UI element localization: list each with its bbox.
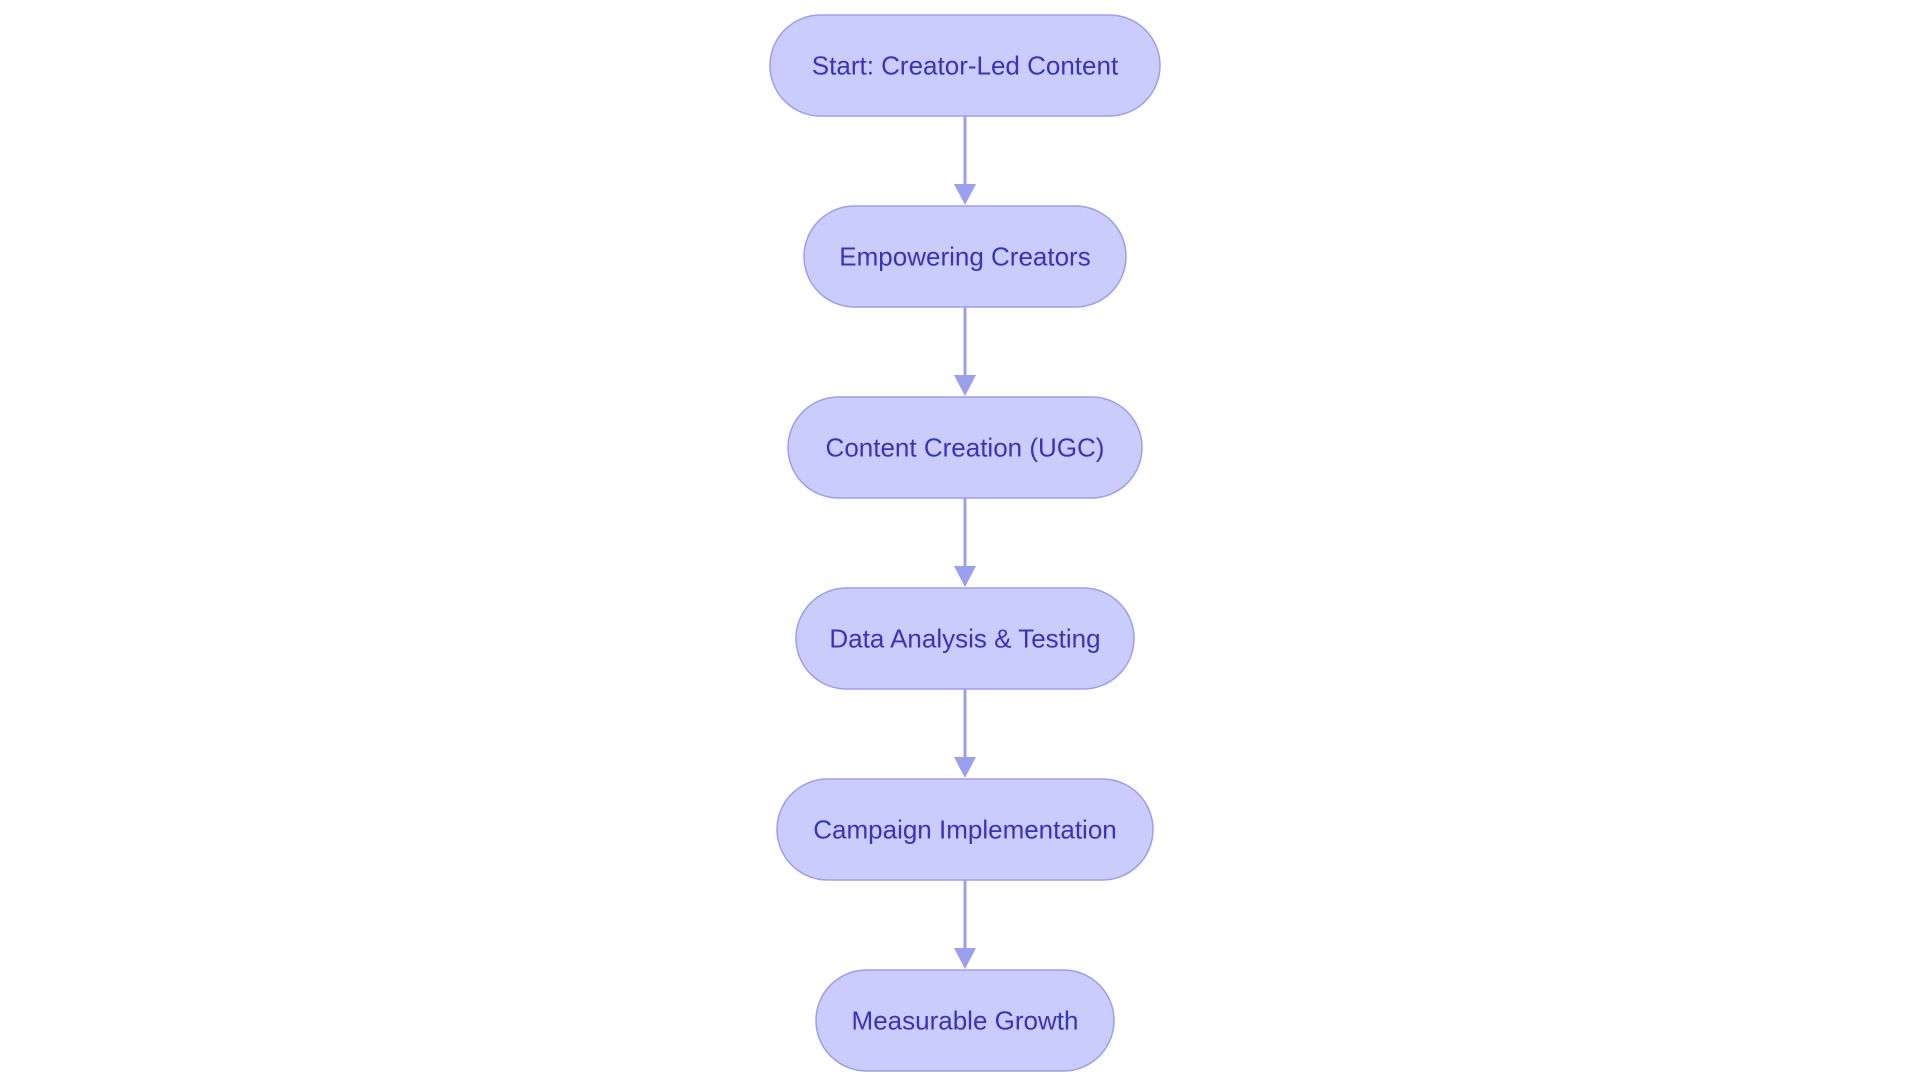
node-shape (776, 778, 1154, 881)
edge-data-to-campaign (954, 689, 976, 778)
nodes-layer: Start: Creator-Led Content Empowering Cr… (769, 14, 1161, 1072)
edges-layer (954, 116, 976, 969)
arrowhead-icon (954, 566, 976, 587)
node-shape (787, 396, 1143, 499)
arrowhead-icon (954, 184, 976, 205)
node-start: Start: Creator-Led Content (769, 14, 1161, 117)
node-label: Campaign Implementation (813, 815, 1117, 845)
node-label: Content Creation (UGC) (826, 433, 1105, 463)
edge-content-to-data (954, 498, 976, 587)
node-empowering: Empowering Creators (803, 205, 1127, 308)
node-content: Content Creation (UGC) (787, 396, 1143, 499)
node-label: Start: Creator-Led Content (812, 51, 1119, 81)
arrowhead-icon (954, 948, 976, 969)
edge-start-to-empowering (954, 116, 976, 205)
edge-empowering-to-content (954, 307, 976, 396)
node-label: Data Analysis & Testing (829, 624, 1100, 654)
arrowhead-icon (954, 757, 976, 778)
node-growth: Measurable Growth (815, 969, 1115, 1072)
edge-campaign-to-growth (954, 880, 976, 969)
node-shape (803, 205, 1127, 308)
node-label: Empowering Creators (839, 242, 1090, 272)
arrowhead-icon (954, 375, 976, 396)
node-label: Measurable Growth (852, 1006, 1079, 1036)
node-shape (769, 14, 1161, 117)
node-shape (815, 969, 1115, 1072)
node-campaign: Campaign Implementation (776, 778, 1154, 881)
node-data: Data Analysis & Testing (795, 587, 1135, 690)
node-shape (795, 587, 1135, 690)
